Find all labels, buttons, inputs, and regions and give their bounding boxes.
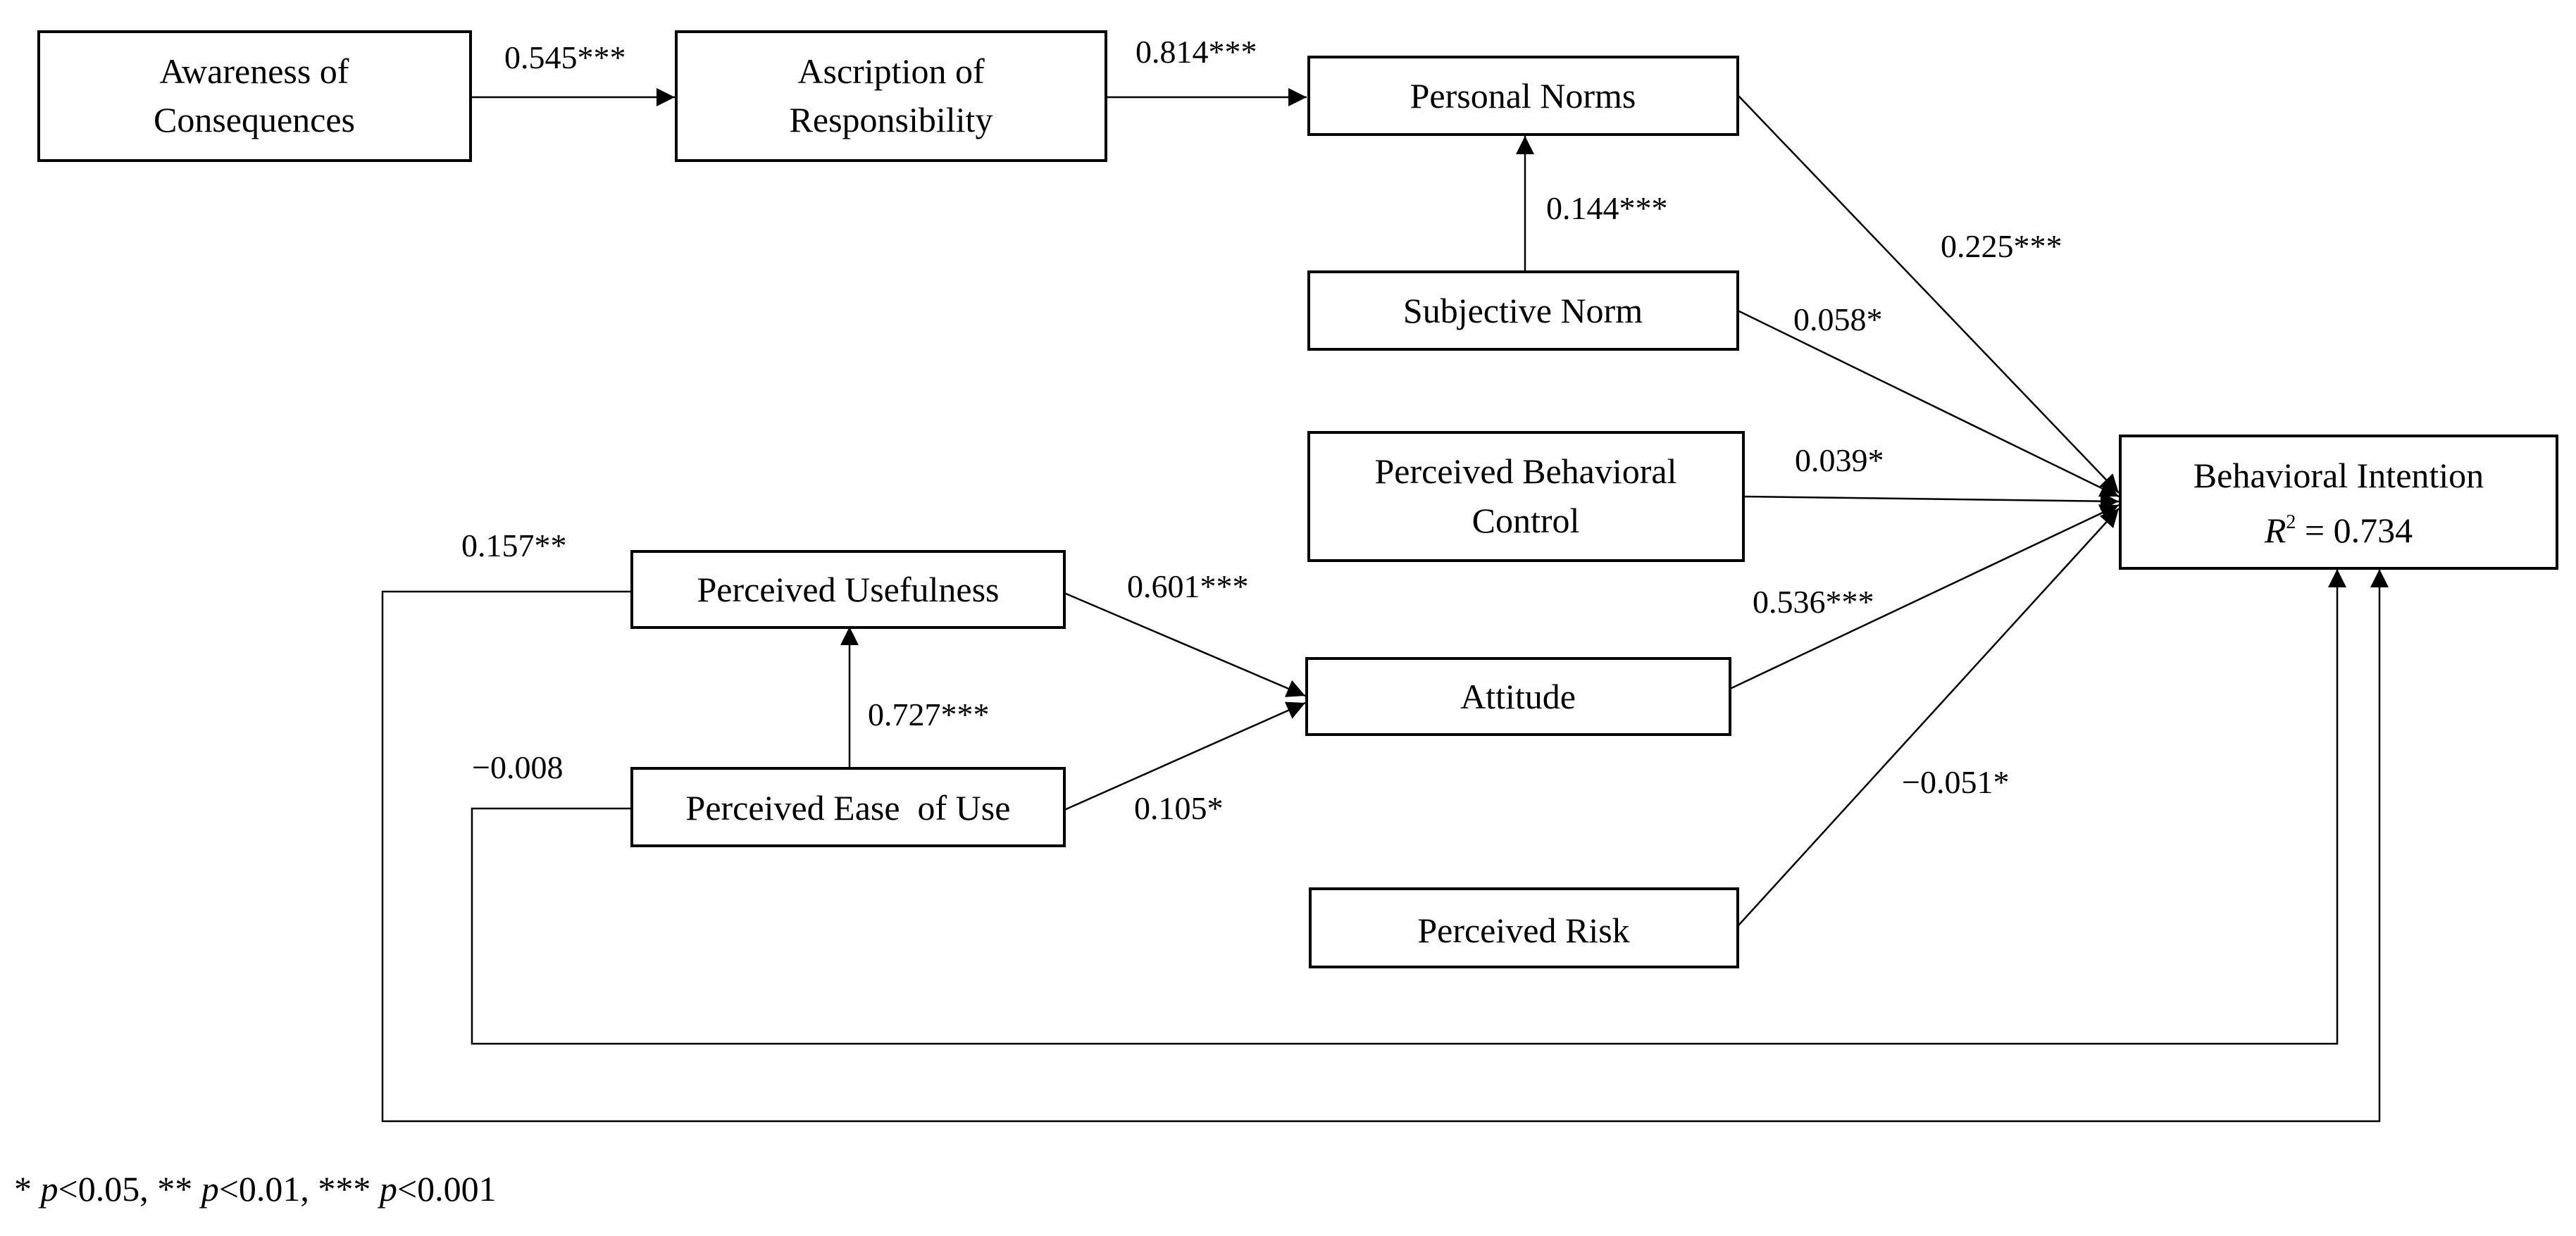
edge-pbc-intention bbox=[1743, 492, 2120, 511]
edge-usefulness-intention bbox=[381, 569, 2389, 1123]
coef-ease-attitude: 0.105* bbox=[1134, 790, 1224, 826]
node-label-line: Attitude bbox=[1460, 677, 1576, 716]
r-squared-symbol: R bbox=[2264, 511, 2286, 550]
coef-subjective-norm-intention: 0.058* bbox=[1793, 301, 1883, 337]
node-label-line: Control bbox=[1472, 501, 1580, 540]
edge-personal-norms-intention bbox=[1737, 94, 2120, 494]
edge-subjective-norm-intention bbox=[1737, 309, 2120, 498]
footnote-p-1: p bbox=[39, 1169, 58, 1209]
node-subjective-norm: Subjective Norm bbox=[1307, 270, 1739, 351]
coef-subjective-norm-personal-norms: 0.144*** bbox=[1546, 190, 1668, 226]
r-squared-superscript: 2 bbox=[2286, 511, 2296, 533]
footnote-threshold-1: <0.05, bbox=[58, 1169, 158, 1209]
coef-pbc-intention: 0.039* bbox=[1795, 442, 1884, 478]
coef-risk-intention: −0.051* bbox=[1902, 764, 2009, 800]
coef-awareness-ascription: 0.545*** bbox=[504, 39, 626, 75]
node-label-line: Perceived Behavioral bbox=[1375, 451, 1677, 491]
footnote-p-2: p bbox=[199, 1169, 219, 1209]
coef-personal-norms-intention: 0.225*** bbox=[1941, 228, 2062, 264]
node-label-line: Ascription of bbox=[797, 51, 985, 91]
edge-usefulness-attitude bbox=[1064, 592, 1306, 697]
node-perceived-usefulness: Perceived Usefulness bbox=[630, 550, 1066, 629]
node-personal-norms: Personal Norms bbox=[1307, 56, 1739, 136]
node-label-line: Perceived Ease of Use bbox=[686, 788, 1011, 828]
node-ascription-of-responsibility: Ascription of Responsibility bbox=[675, 30, 1107, 162]
node-perceived-risk: Perceived Risk bbox=[1309, 887, 1739, 968]
node-awareness-of-consequences: Awareness of Consequences bbox=[37, 30, 472, 162]
footnote-threshold-2: <0.01, bbox=[219, 1169, 318, 1209]
coef-ascription-personal-norms: 0.814*** bbox=[1135, 34, 1257, 70]
r-squared-value: = 0.734 bbox=[2296, 511, 2413, 550]
footnote-stars-3: *** bbox=[318, 1169, 380, 1209]
node-label-line: Subjective Norm bbox=[1403, 291, 1643, 330]
node-label-line: Responsibility bbox=[790, 100, 993, 139]
footnote-threshold-3: <0.001 bbox=[397, 1169, 497, 1209]
node-label-line: Consequences bbox=[154, 100, 355, 139]
significance-footnote: * p<0.05, ** p<0.01, *** p<0.001 bbox=[14, 1169, 497, 1209]
edge-attitude-intention bbox=[1729, 504, 2120, 690]
coef-usefulness-attitude: 0.601*** bbox=[1127, 568, 1249, 604]
node-label-line: Awareness of bbox=[160, 51, 349, 91]
footnote-stars-1: * bbox=[14, 1169, 41, 1209]
coef-ease-usefulness: 0.727*** bbox=[868, 697, 990, 732]
node-behavioral-intention: Behavioral Intention R2 = 0.734 bbox=[2119, 435, 2558, 570]
node-label-line: Perceived Risk bbox=[1417, 911, 1629, 950]
edge-ease-intention bbox=[471, 569, 2346, 1045]
node-perceived-behavioral-control: Perceived Behavioral Control bbox=[1307, 431, 1745, 562]
node-attitude: Attitude bbox=[1305, 657, 1731, 736]
coef-ease-intention: −0.008 bbox=[472, 749, 563, 785]
coef-attitude-intention: 0.536*** bbox=[1753, 584, 1874, 620]
node-perceived-ease-of-use: Perceived Ease of Use bbox=[630, 767, 1066, 847]
intention-r-squared: R2 = 0.734 bbox=[2264, 511, 2413, 550]
node-label-line: Perceived Usefulness bbox=[697, 570, 999, 609]
edge-risk-intention bbox=[1737, 508, 2120, 927]
coef-usefulness-intention: 0.157** bbox=[461, 528, 567, 563]
footnote-p-3: p bbox=[378, 1169, 397, 1209]
intention-title: Behavioral Intention bbox=[2194, 456, 2484, 495]
node-label-line: Personal Norms bbox=[1410, 76, 1636, 116]
edge-ease-attitude bbox=[1064, 701, 1306, 811]
footnote-stars-2: ** bbox=[157, 1169, 201, 1209]
